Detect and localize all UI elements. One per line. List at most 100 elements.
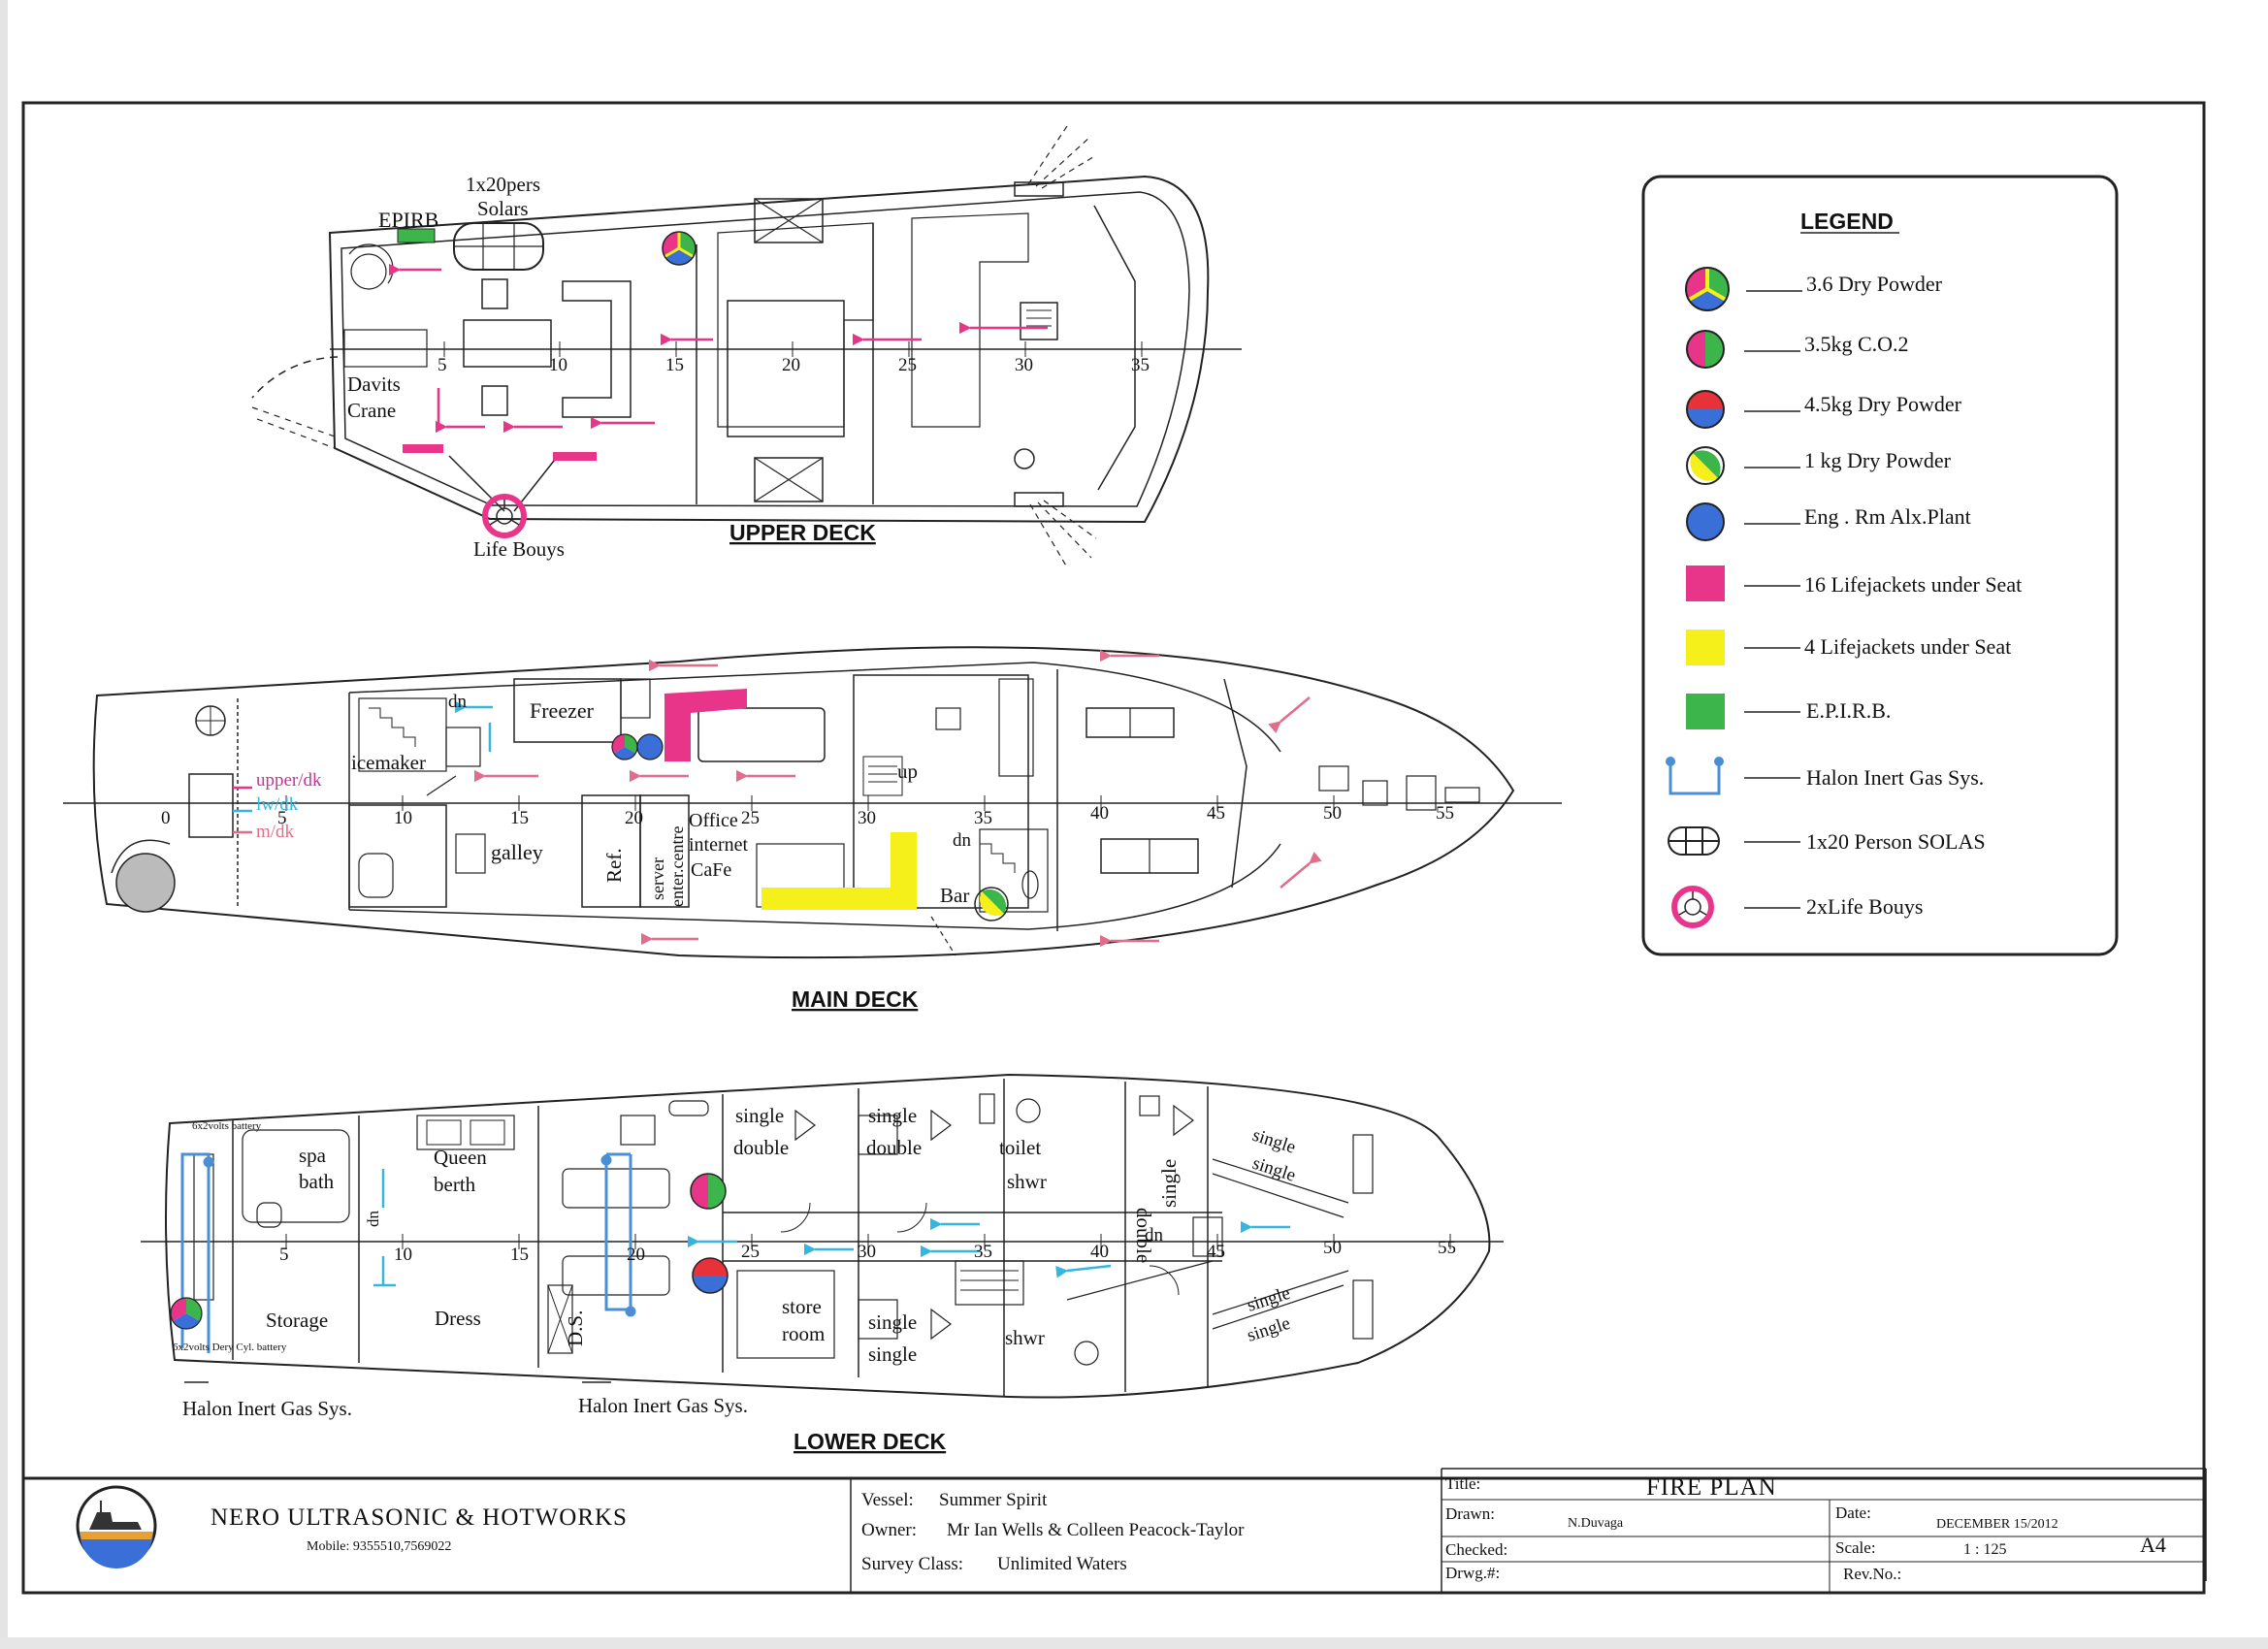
- lower-extinguisher-3-6-icon: [170, 1297, 203, 1330]
- title-block: [23, 1468, 2207, 1593]
- dry-powder-4-5-icon: [1686, 390, 1725, 429]
- drawing-frame: [21, 101, 2206, 1595]
- main-frame-0: 0: [161, 808, 171, 828]
- main-deck-title: MAIN DECK: [792, 986, 919, 1012]
- legend-item-label: 3.6 Dry Powder: [1806, 272, 1943, 296]
- stair-level-arrows: [233, 786, 252, 834]
- lower-frame-15: 15: [510, 1245, 529, 1265]
- bar-extinguisher-1kg-icon: [974, 887, 1009, 922]
- epirb-label: EPIRB: [378, 208, 438, 232]
- legend-box: [1641, 175, 2119, 956]
- checked-label: Checked:: [1445, 1540, 1507, 1559]
- vessel-label: Vessel:: [861, 1490, 914, 1510]
- main-frame-45: 45: [1207, 803, 1225, 824]
- main-dn-label: dn: [448, 692, 468, 712]
- life-bouys-label: Life Bouys: [473, 537, 565, 561]
- upper-frame-15: 15: [665, 355, 684, 375]
- lower-frame-10: 10: [394, 1245, 412, 1265]
- cabin-single-f: single: [1245, 1313, 1293, 1346]
- lifejackets-4-icon: [1686, 630, 1725, 665]
- cabin-single-v: single: [1157, 1159, 1181, 1208]
- main-frame-50: 50: [1323, 803, 1342, 824]
- queen-label-2: berth: [434, 1173, 476, 1196]
- legend-item-label: 3.5kg C.O.2: [1804, 332, 1909, 356]
- dry-powder-3-6-icon: [1685, 267, 1730, 311]
- raft-label-1: 1x20pers: [466, 173, 540, 196]
- lower-frame-35: 35: [974, 1242, 992, 1262]
- main-frame-15: 15: [510, 808, 529, 828]
- drwg-label: Drwg.#:: [1445, 1564, 1500, 1582]
- upper-deck-escape-arrows: [388, 263, 1048, 434]
- enter-centre-label: enter.centre: [667, 826, 687, 907]
- lw-dk-label: lw/dk: [256, 794, 299, 815]
- co2-icon: [1686, 330, 1725, 369]
- cabin-single-a: single: [735, 1104, 784, 1127]
- bar-label: Bar: [940, 884, 969, 907]
- halon-label-2: Halon Inert Gas Sys.: [578, 1394, 748, 1417]
- storage-label: Storage: [266, 1309, 328, 1332]
- server-label: server: [648, 857, 667, 900]
- legend-item-label: Halon Inert Gas Sys.: [1806, 765, 1984, 790]
- legend-item-label: 16 Lifejackets under Seat: [1804, 572, 2022, 597]
- main-frame-30: 30: [858, 808, 876, 828]
- legend-item-label: 1x20 Person SOLAS: [1806, 829, 1986, 854]
- davits-label-1: Davits: [347, 372, 401, 396]
- epirb-icon: [1686, 694, 1725, 729]
- spa-label-2: bath: [299, 1170, 335, 1193]
- upper-frame-5: 5: [437, 355, 447, 375]
- queen-label-1: Queen: [434, 1146, 487, 1169]
- legend-item-label: Eng . Rm Alx.Plant: [1804, 504, 1971, 529]
- halon-system-icon: [1666, 757, 1724, 795]
- spa-label-1: spa: [299, 1144, 327, 1167]
- dress-label: Dress: [435, 1307, 481, 1330]
- life-buoy-icon: [1671, 886, 1714, 928]
- dry-powder-1-icon: [1686, 446, 1725, 485]
- legend-item-label: 1 kg Dry Powder: [1804, 448, 1952, 472]
- upper-deck-title: UPPER DECK: [729, 520, 876, 545]
- internet-label: internet: [689, 834, 749, 856]
- raft-label-2: Solars: [477, 197, 529, 220]
- battery-top-label: 6x2volts battery: [192, 1120, 262, 1132]
- survey-label: Survey Class:: [861, 1554, 963, 1574]
- galley-extinguisher-3-6-icon: [611, 733, 638, 760]
- legend-item-label: 4.5kg Dry Powder: [1804, 392, 1962, 416]
- lower-frame-50: 50: [1323, 1238, 1342, 1258]
- main-frame-10: 10: [394, 808, 412, 828]
- lower-frame-25: 25: [741, 1242, 760, 1262]
- lower-deck-plan: [141, 1073, 1504, 1399]
- shwr-label-2: shwr: [1005, 1326, 1045, 1349]
- cabin-single-e: single: [1245, 1283, 1293, 1316]
- date-label: Date:: [1835, 1504, 1871, 1522]
- icemaker-label: icemaker: [351, 751, 426, 774]
- lower-frame-30: 30: [858, 1242, 876, 1262]
- cabin-single-b: single: [868, 1104, 917, 1127]
- cafe-label: CaFe: [691, 859, 731, 881]
- main-frame-35: 35: [974, 808, 992, 828]
- lower-frame-45: 45: [1207, 1242, 1225, 1262]
- lower-frame-55: 55: [1438, 1238, 1456, 1258]
- main-frame-25: 25: [741, 808, 760, 828]
- main-deck-plan: [63, 646, 1562, 959]
- lower-frame-40: 40: [1090, 1242, 1109, 1262]
- upper-frame-30: 30: [1015, 355, 1033, 375]
- life-raft-icon: [1668, 826, 1720, 856]
- cabin-single-d: single: [1249, 1153, 1298, 1186]
- epirb-marker: [397, 228, 436, 243]
- office-label: Office: [689, 810, 738, 831]
- lower-extinguisher-co2-icon: [690, 1173, 727, 1210]
- date-value: DECEMBER 15/2012: [1936, 1517, 2058, 1532]
- galley-label: galley: [491, 840, 543, 864]
- scale-value: 1 : 125: [1963, 1541, 2006, 1558]
- owner-label: Owner:: [861, 1520, 917, 1540]
- survey-value: Unlimited Waters: [997, 1554, 1127, 1574]
- engine-room-plant-icon: [1686, 502, 1725, 541]
- company-mobile: Mobile: 9355510,7569022: [307, 1539, 451, 1554]
- lifejacket-locker-marker: [553, 452, 597, 461]
- legend-leaders: [1744, 232, 1899, 909]
- vessel-value: Summer Spirit: [939, 1490, 1048, 1510]
- battery-bottom-label: 6x2volts Dery Cyl. battery: [173, 1342, 287, 1353]
- lounge-lifejacket-seat: [664, 689, 747, 761]
- scale-label: Scale:: [1835, 1538, 1876, 1557]
- upper-life-buoy-icon: [482, 494, 527, 538]
- main-frame-5: 5: [277, 808, 287, 828]
